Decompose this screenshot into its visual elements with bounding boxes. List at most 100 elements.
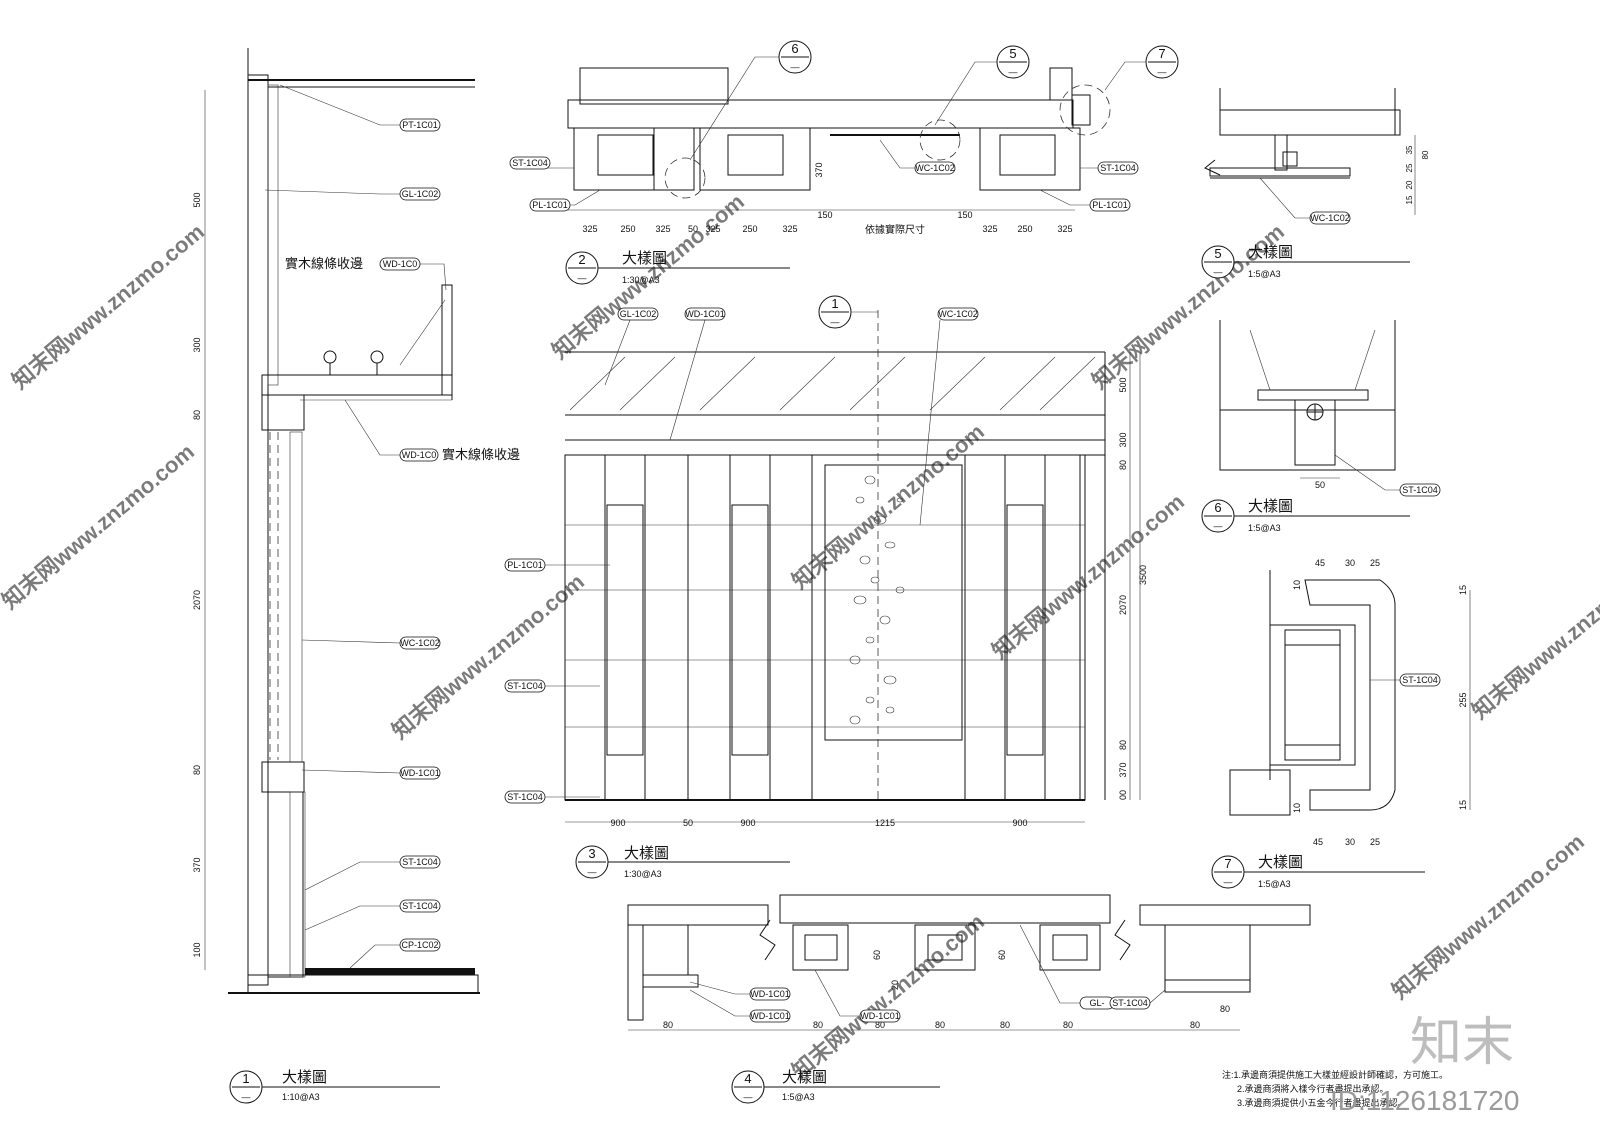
watermark-text: 知末网www.znzmo.com bbox=[987, 489, 1189, 664]
detail-number: 3 bbox=[588, 846, 595, 861]
dim-label: 370 bbox=[814, 162, 824, 177]
dim-label: 10 bbox=[1292, 803, 1302, 813]
branding: 知末 ID:1126181720 bbox=[1330, 1014, 1519, 1116]
material-tag-wc: WC-1C02 bbox=[1310, 213, 1350, 223]
material-tag-st: ST-1C04 bbox=[507, 792, 543, 802]
watermark-layer: 知末网www.znzmo.com 知末网www.znzmo.com 知末网www… bbox=[0, 189, 1600, 1084]
material-tag-wd: WD-1C0 bbox=[383, 259, 418, 269]
detail-title: 大樣圖 bbox=[624, 845, 669, 862]
detail-1-section: 500 300 80 2070 80 370 100 bbox=[192, 48, 480, 994]
dim-label: 60 bbox=[872, 950, 882, 960]
annotation-plan-center: 依據實際尺寸 bbox=[865, 223, 925, 236]
material-tag-gl: GL-1C02 bbox=[402, 189, 439, 199]
dim-label: 15 bbox=[1405, 195, 1414, 204]
callout-number: 6 bbox=[791, 41, 798, 56]
detail-title: 大樣圖 bbox=[782, 1069, 827, 1086]
dim-label: 80 bbox=[875, 1020, 885, 1030]
dim-label: 2070 bbox=[192, 590, 202, 610]
material-tag-gl: GL- bbox=[1089, 998, 1104, 1008]
detail-scale: 1:5@A3 bbox=[1248, 523, 1281, 533]
dim-label: 150 bbox=[957, 210, 972, 220]
material-tag-st: ST-1C04 bbox=[402, 901, 438, 911]
dim-label: 80 bbox=[813, 1020, 823, 1030]
dim-label: 900 bbox=[740, 818, 755, 828]
dim-label: 25 bbox=[1405, 163, 1414, 172]
dim-label: 50 bbox=[683, 818, 693, 828]
title-block-3: 3 — 大樣圖 1:30@A3 bbox=[575, 845, 790, 879]
note-line: 注:1.承邊商須提供施工大樣並經設計師確認，方可施工。 bbox=[1222, 1069, 1448, 1080]
watermark-text: 知末网www.znzmo.com bbox=[0, 439, 199, 614]
dim-label: 500 bbox=[1118, 377, 1128, 392]
title-block-5: 5 — 大樣圖 1:5@A3 bbox=[1201, 244, 1410, 279]
detail-title: 大樣圖 bbox=[1258, 854, 1303, 871]
detail-4-tags: WD-1C01 WD-1C01 WD-1C01 GL- ST-1C04 bbox=[749, 987, 1151, 1023]
detail-scale: 1:5@A3 bbox=[1258, 879, 1291, 889]
watermark-text: 知末网www.znzmo.com bbox=[7, 219, 209, 394]
dim-label: 50 bbox=[688, 224, 698, 234]
callout-5: 5 — bbox=[934, 45, 1030, 126]
detail-2-tags: ST-1C04 PL-1C01 WC-1C02 ST-1C04 PL-1C01 bbox=[509, 156, 1139, 212]
dim-label: 250 bbox=[1017, 224, 1032, 234]
brand-id-label: ID:1126181720 bbox=[1330, 1085, 1519, 1116]
dim-label: 25 bbox=[1370, 558, 1380, 568]
dim-label: 300 bbox=[192, 337, 202, 352]
dim-label: 80 bbox=[1220, 1004, 1230, 1014]
title-block-4: 4 — 大樣圖 1:5@A3 bbox=[731, 1069, 940, 1104]
dim-label: 15 bbox=[1458, 585, 1468, 595]
title-block-1: 1 — 大樣圖 1:10@A3 bbox=[229, 1069, 440, 1104]
detail-number: 7 bbox=[1224, 856, 1231, 871]
detail-5-dimensions: 35 25 80 20 15 bbox=[1405, 145, 1430, 204]
callout-number: 7 bbox=[1158, 46, 1165, 61]
detail-sub: — bbox=[1214, 267, 1223, 277]
material-tag-cp: CP-1C02 bbox=[401, 940, 438, 950]
detail-sub: — bbox=[588, 867, 597, 877]
detail-sub: — bbox=[1224, 877, 1233, 887]
detail-number: 1 bbox=[242, 1071, 249, 1086]
detail-3-tags: GL-1C02 WD-1C01 WC-1C02 PL-1C01 ST-1C04 … bbox=[504, 307, 979, 804]
detail-7-section: 45 30 25 45 30 25 15 255 15 10 10 ST-1C0… bbox=[1229, 558, 1471, 847]
dim-label: 325 bbox=[782, 224, 797, 234]
detail-scale: 1:5@A3 bbox=[1248, 269, 1281, 279]
material-tag-st: ST-1C04 bbox=[1112, 998, 1148, 1008]
detail-title: 大樣圖 bbox=[1248, 244, 1293, 261]
detail-sub: — bbox=[1214, 521, 1223, 531]
watermark-text: 知末网www.znzmo.com bbox=[1387, 829, 1589, 1004]
title-block-7: 7 — 大樣圖 1:5@A3 bbox=[1211, 854, 1425, 889]
material-tag-st: ST-1C04 bbox=[1100, 163, 1136, 173]
callout-sub: — bbox=[831, 317, 840, 327]
detail-2-dimensions: 325 250 325 50 325 250 325 325 250 325 1… bbox=[582, 162, 1072, 236]
detail-number: 2 bbox=[578, 252, 585, 267]
callout-markers: 1 — 5 — 6 — 7 — bbox=[689, 40, 1179, 329]
dim-label: 325 bbox=[705, 224, 720, 234]
dim-label: 80 bbox=[1063, 1020, 1073, 1030]
material-tag-st: ST-1C04 bbox=[1402, 675, 1438, 685]
note-line: 2.承邊商須將入樣今行者盡提出承認。 bbox=[1237, 1083, 1389, 1094]
material-tag-gl: GL-1C02 bbox=[620, 309, 657, 319]
detail-number: 4 bbox=[744, 1071, 751, 1086]
material-tag-wd: WD-1C01 bbox=[750, 1011, 790, 1021]
general-notes: 注:1.承邊商須提供施工大樣並經設計師確認，方可施工。 2.承邊商須將入樣今行者… bbox=[1222, 1069, 1448, 1108]
dim-label: 2070 bbox=[1118, 595, 1128, 615]
dim-label: 50 bbox=[1315, 480, 1325, 490]
dim-label: 370 bbox=[1118, 762, 1128, 777]
dim-label: 250 bbox=[742, 224, 757, 234]
material-tag-pl: PL-1C01 bbox=[532, 200, 568, 210]
material-tag-wd: WD-1C01 bbox=[750, 989, 790, 999]
dim-label: 80 bbox=[192, 765, 202, 775]
dim-label: 25 bbox=[1370, 837, 1380, 847]
dim-label: 325 bbox=[982, 224, 997, 234]
detail-title: 大樣圖 bbox=[622, 250, 667, 267]
material-tag-pl: PL-1C01 bbox=[1092, 200, 1128, 210]
dim-label: 370 bbox=[192, 857, 202, 872]
detail-1-tags: PT-1C01 GL-1C02 實木線條收邊 WD-1C0 WD-1C0 實木線… bbox=[285, 118, 520, 952]
detail-7-dimensions: 45 30 25 45 30 25 15 255 15 10 10 bbox=[1292, 558, 1468, 847]
dim-label: 900 bbox=[1012, 818, 1027, 828]
dim-label: 80 bbox=[935, 1020, 945, 1030]
detail-scale: 1:30@A3 bbox=[622, 275, 660, 285]
dim-label: 80 bbox=[192, 410, 202, 420]
detail-1-dimensions: 500 300 80 2070 80 370 100 bbox=[192, 192, 202, 957]
detail-2-plan: 325 250 325 50 325 250 325 325 250 325 1… bbox=[540, 67, 1111, 236]
material-tag-st: ST-1C04 bbox=[512, 158, 548, 168]
dim-label: 45 bbox=[1313, 837, 1323, 847]
material-tag-wc: WC-1C02 bbox=[915, 163, 955, 173]
